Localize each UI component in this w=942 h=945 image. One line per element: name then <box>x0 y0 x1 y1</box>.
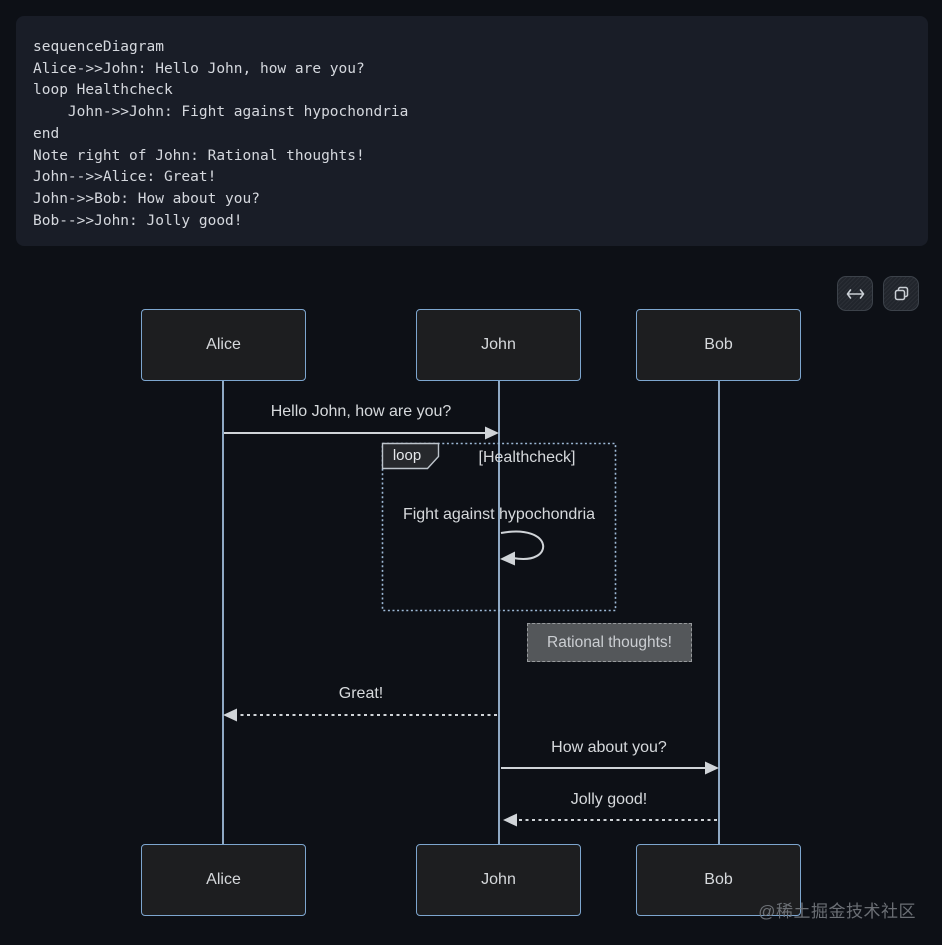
copy-button[interactable] <box>883 276 919 311</box>
arrowhead-great <box>223 708 237 722</box>
resize-horizontal-button[interactable] <box>837 276 873 311</box>
note-text: Rational thoughts! <box>547 633 672 651</box>
note-rational-thoughts: Rational thoughts! <box>527 623 692 662</box>
message-jolly: Jolly good! <box>570 791 648 808</box>
actor-label: Bob <box>704 871 733 888</box>
message-great: Great! <box>338 685 384 702</box>
loop-label-shape <box>381 442 440 470</box>
actor-bottom-john: John <box>416 844 581 916</box>
arrow-self-loop <box>500 530 544 560</box>
arrowhead-hello <box>485 426 499 440</box>
actor-top-bob: Bob <box>636 309 801 381</box>
actor-label: John <box>481 871 516 888</box>
arrowhead-self-loop <box>500 551 515 566</box>
actor-label: Alice <box>206 871 241 888</box>
arrowhead-how-about <box>705 761 719 775</box>
actor-top-john: John <box>416 309 581 381</box>
watermark: @稀土掘金技术社区 <box>758 902 916 921</box>
copy-icon <box>893 285 910 302</box>
actor-label: Alice <box>206 336 241 353</box>
message-hello: Hello John, how are you? <box>270 403 452 420</box>
resize-horizontal-icon <box>846 288 865 300</box>
actor-label: John <box>481 336 516 353</box>
loop-condition: [Healthcheck] <box>478 449 576 466</box>
actor-label: Bob <box>704 336 733 353</box>
message-self: Fight against hypochondria <box>402 506 596 523</box>
message-how-about: How about you? <box>551 739 667 756</box>
arrowhead-jolly <box>503 813 517 827</box>
actor-top-alice: Alice <box>141 309 306 381</box>
mermaid-source-code[interactable]: sequenceDiagram Alice->>John: Hello John… <box>16 16 928 246</box>
loop-label: loop <box>392 447 422 464</box>
loop-frame <box>381 442 617 612</box>
actor-bottom-bob: Bob <box>636 844 801 916</box>
actor-bottom-alice: Alice <box>141 844 306 916</box>
